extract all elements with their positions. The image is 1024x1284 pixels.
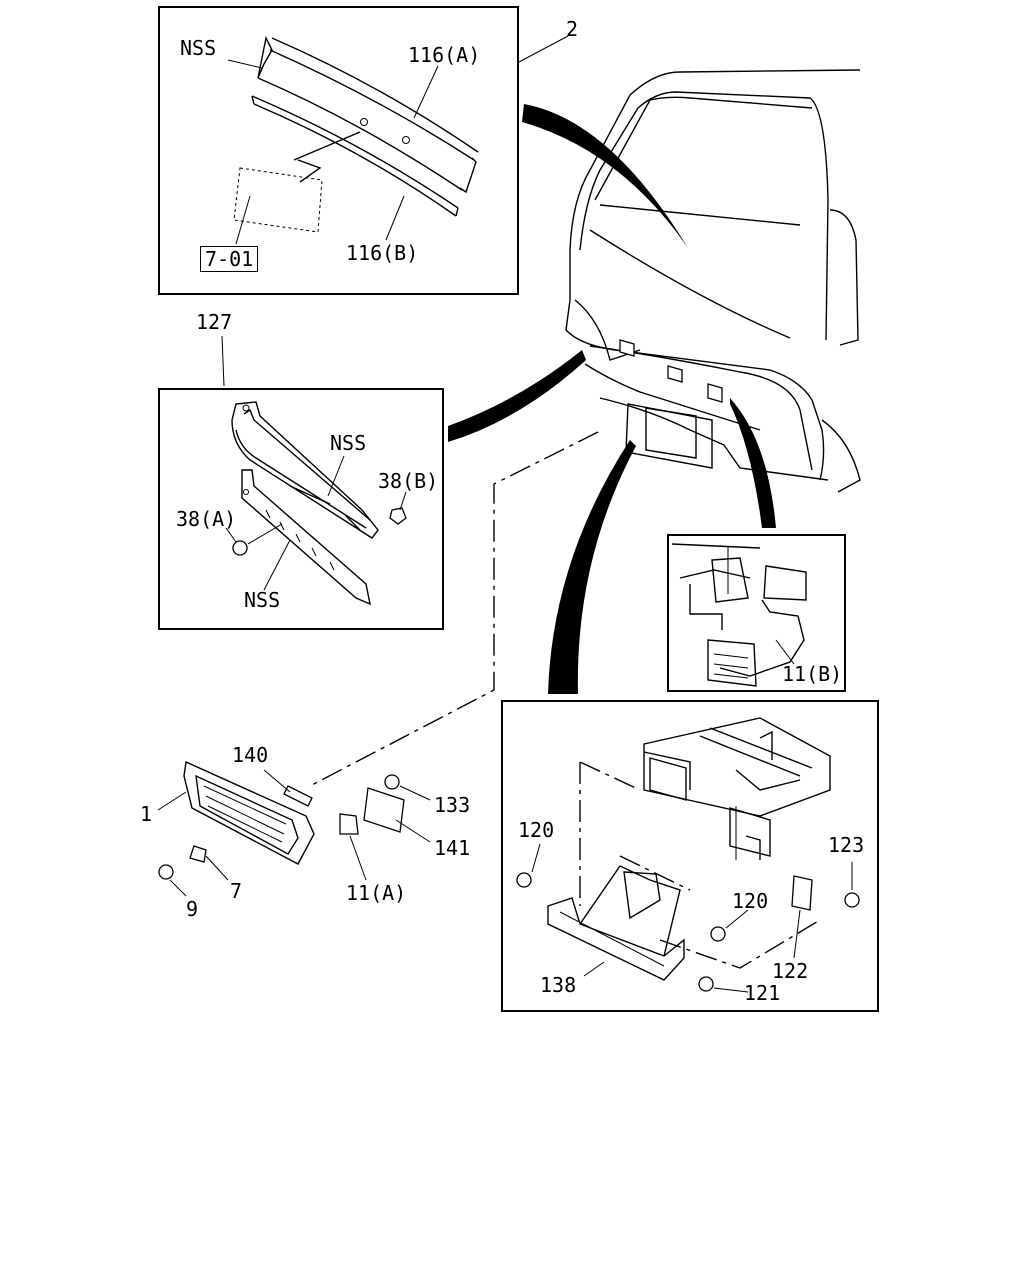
callout-11a: 11(A) xyxy=(346,881,407,905)
leader-116b xyxy=(385,195,405,241)
bracket-11b-part xyxy=(671,543,807,687)
bolt-9 xyxy=(158,864,174,880)
windshield-moulding-lower xyxy=(251,95,459,217)
leader-nss-mid1 xyxy=(327,455,345,497)
leader-127 xyxy=(221,335,225,387)
bolt-120-left xyxy=(516,872,532,888)
front-grille-part xyxy=(183,760,315,865)
leader-138 xyxy=(583,961,605,977)
detail-box-bracket xyxy=(667,534,846,692)
detail-box-grille-bar xyxy=(158,388,444,630)
leader-nss-top xyxy=(227,59,263,69)
arrow-to-windshield xyxy=(522,104,688,248)
clip-38a xyxy=(232,540,248,556)
nut-121 xyxy=(698,976,714,992)
under-guard-138 xyxy=(547,865,685,981)
grille-bar-seal xyxy=(241,469,371,606)
callout-127: 127 xyxy=(196,310,233,334)
callout-141: 141 xyxy=(434,836,471,860)
windshield-moulding-upper xyxy=(257,35,479,194)
callout-120-left: 120 xyxy=(518,818,555,842)
callout-38b: 38(B) xyxy=(378,469,439,493)
plate-141 xyxy=(363,787,405,833)
leader-120-right xyxy=(725,909,749,929)
callout-120-right: 120 xyxy=(732,889,769,913)
leader-2 xyxy=(518,35,569,63)
bolt-120-right xyxy=(710,926,726,942)
leader-11b xyxy=(775,639,795,665)
arrow-to-grille-bar xyxy=(448,350,586,442)
callout-2: 2 xyxy=(566,17,579,41)
callout-116b: 116(B) xyxy=(346,241,419,265)
callout-140: 140 xyxy=(232,743,269,767)
callout-1: 1 xyxy=(140,802,153,826)
callout-116a: 116(A) xyxy=(408,43,481,67)
clip-38b xyxy=(389,507,407,525)
detail-box-windshield xyxy=(158,6,519,295)
callout-nss-mid2: NSS xyxy=(244,588,281,612)
label-plate-7-01 xyxy=(233,131,361,233)
leader-11a xyxy=(349,835,367,881)
callout-133: 133 xyxy=(434,793,471,817)
leader-7 xyxy=(205,855,229,881)
bolt-133 xyxy=(384,774,400,790)
callout-122: 122 xyxy=(772,959,809,983)
phantom-line-grille xyxy=(309,431,599,787)
phantom-lines-guard-2 xyxy=(659,919,821,969)
arrow-to-underguard xyxy=(548,440,636,694)
leader-122 xyxy=(793,909,801,959)
callout-138: 138 xyxy=(540,973,577,997)
grille-bar-part xyxy=(231,401,379,539)
leader-141 xyxy=(395,819,431,843)
leader-140 xyxy=(263,769,291,793)
callout-9: 9 xyxy=(186,897,199,921)
phantom-lines-guard xyxy=(579,761,691,906)
leader-120-left xyxy=(531,843,541,873)
callout-ref-7-01: 7-01 xyxy=(200,246,259,272)
leader-1 xyxy=(157,791,187,811)
leader-121 xyxy=(713,987,749,993)
callout-7: 7 xyxy=(230,879,243,903)
vehicle-front-illustration xyxy=(565,69,861,493)
frame-crossmember xyxy=(643,717,831,860)
bracket-11a xyxy=(339,813,359,835)
arrow-to-bracket xyxy=(730,398,776,528)
callout-nss-top: NSS xyxy=(180,36,217,60)
callout-11b: 11(B) xyxy=(782,662,843,686)
clip-7 xyxy=(189,845,207,863)
callout-nss-mid1: NSS xyxy=(330,431,367,455)
leader-9 xyxy=(169,879,187,897)
leader-7-01 xyxy=(235,195,251,245)
leader-133 xyxy=(399,785,431,801)
callout-38a: 38(A) xyxy=(176,507,237,531)
bolt-123 xyxy=(844,892,860,908)
bracket-122 xyxy=(791,875,813,911)
callout-121: 121 xyxy=(744,981,781,1005)
emblem-140 xyxy=(283,785,313,807)
leader-116a xyxy=(413,65,439,119)
leader-nss-mid2 xyxy=(263,539,291,591)
leader-38a xyxy=(225,523,283,545)
leader-38b xyxy=(399,491,407,511)
detail-box-under-guard xyxy=(501,700,879,1012)
callout-123: 123 xyxy=(828,833,865,857)
